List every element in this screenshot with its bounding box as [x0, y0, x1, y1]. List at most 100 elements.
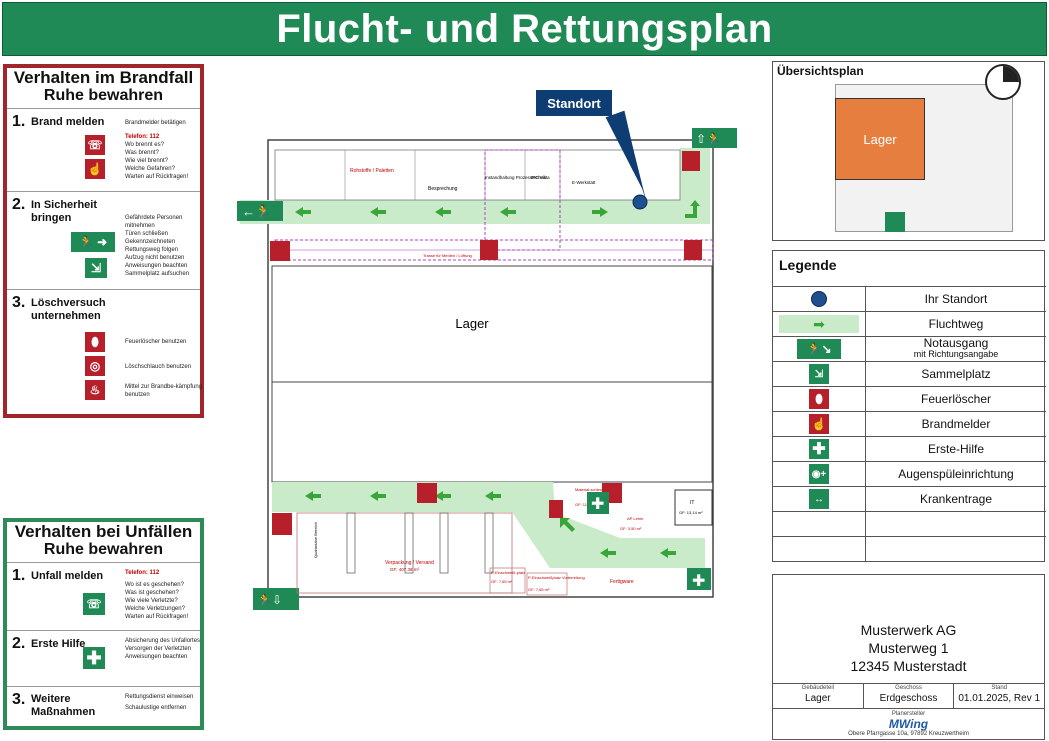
legend-row-fluchtweg: ➡ Fluchtweg — [773, 311, 1046, 336]
escape-arrows-upper — [295, 200, 700, 218]
fire-safety-signs — [270, 151, 702, 535]
step-line: Feuerlöscher benutzen — [125, 339, 187, 345]
step-line: Gekennzeichneten Rettungsweg folgen — [125, 239, 179, 253]
legend-row-empty-1 — [773, 511, 1046, 536]
accident-step-2: 2. Erste Hilfe ✚ Absicherung des Unfallo… — [7, 631, 200, 687]
step-line: Schaulustige entfernen — [125, 705, 187, 711]
assembly-point-icon: ⇲ — [809, 364, 829, 384]
legend-row-standort: Ihr Standort — [773, 286, 1046, 311]
company-street: Musterweg 1 — [868, 640, 949, 656]
room-material: Material-schleuse — [575, 487, 607, 492]
legend-row-notausgang: 🏃↘ Notausgang mit Richtungsangabe — [773, 336, 1046, 361]
step-title: Erste Hilfe — [31, 638, 86, 650]
company-name: Musterwerk AG — [860, 622, 957, 638]
emergency-exit-icon: 🏃↘ — [797, 339, 841, 359]
step-line: Absicherung des Unfallortes — [125, 638, 201, 644]
lager-area-2 — [271, 381, 713, 483]
room-material-gf: GF: 11, — [575, 502, 588, 507]
step-number: 1. — [12, 567, 26, 584]
room-ap: AP Lehm — [627, 516, 644, 521]
overview-panel: Übersichtsplan Lager — [772, 61, 1045, 241]
step-line: Versorgen der Verletzten — [125, 646, 192, 652]
step-line: Wo ist es geschehen? — [125, 582, 184, 588]
fire-step-3: 3. Löschversuch unternehmen ⬮ ◎ ♨ Feuerl… — [7, 290, 202, 410]
step-line: Telefon: 112 — [125, 570, 160, 576]
legend-label: Fluchtweg — [928, 316, 984, 331]
fire-behavior-panel: Verhalten im Brandfall Ruhe bewahren 1. … — [3, 64, 204, 418]
room-ap-gf: GF: 3,50 m² — [620, 526, 642, 531]
building-outline — [267, 139, 714, 598]
escape-arrows-lower — [305, 491, 676, 558]
accident-step-3: 3. Weitere Maßnahmen Rettungsdienst einw… — [7, 687, 200, 729]
emergency-phone-icon: ☏ — [83, 593, 105, 615]
legend-row-sammelplatz: ⇲ Sammelplatz — [773, 361, 1046, 386]
legend-row-brandmelder: ☝ Brandmelder — [773, 411, 1046, 436]
room-p2-gf: GF: 7,65 m² — [528, 587, 550, 592]
escape-route-arrow-icon: ➡ — [779, 315, 859, 333]
legend-sublabel: mit Richtungsangabe — [913, 349, 999, 359]
legend-row-empty-2 — [773, 536, 1046, 562]
emergency-exit-icon: 🏃 ➜ — [71, 232, 115, 252]
step-number: 3. — [12, 691, 26, 708]
first-aid-icon: ✚ — [83, 647, 105, 669]
accident-panel-subheading: Ruhe bewahren — [43, 541, 164, 558]
step-line: Warten auf Rückfragen! — [125, 614, 189, 620]
svg-text:⇧🏃: ⇧🏃 — [696, 132, 721, 146]
fire-extinguisher-icon: ⬮ — [809, 389, 829, 409]
room-it-gf: GF: 13,14 m² — [679, 510, 703, 515]
legend-label — [866, 512, 1046, 536]
svg-text:←🏃: ←🏃 — [242, 204, 271, 219]
escape-route-upper — [240, 200, 710, 224]
step-line: Anweisungen beachten — [125, 654, 188, 660]
legend-label: Augenspüleinrichtung — [898, 466, 1014, 481]
step-line: Aufzug nicht benutzen — [125, 255, 185, 261]
room-p1-gf: GF: 7,65 m² — [491, 579, 513, 584]
legend-label: Ihr Standort — [924, 291, 988, 306]
step-line: Anweisungen beachten — [125, 263, 188, 269]
overview-building-label: Lager — [863, 131, 897, 147]
status-value: 01.01.2025, Rev 1 — [958, 693, 1041, 704]
stretcher-icon: ↔ — [809, 489, 829, 509]
floor-label: Geschoss — [895, 685, 922, 691]
legend-label: Brandmelder — [921, 416, 991, 431]
legend-row-krankentrage: ↔ Krankentrage — [773, 486, 1046, 511]
step-line: Was brennt? — [125, 150, 159, 156]
fire-alarm-icon: ☝ — [809, 414, 829, 434]
step-line: Wo brennt es? — [125, 142, 164, 148]
legend-row-feuerloescher: ⬮ Feuerlöscher — [773, 386, 1046, 411]
room-fertigware: Fertigware — [610, 579, 634, 585]
room-quarantaene: Quarantäne Bereich — [313, 522, 318, 558]
legend-label — [866, 537, 1046, 562]
planner-block: Planersteller MWing Obere Pfarrgasse 10a… — [773, 711, 1044, 737]
accident-panel-heading: Verhalten bei Unfällen — [14, 522, 193, 541]
room-ewerkstatt: E-Werkstatt — [572, 180, 596, 185]
lager-area-1 — [271, 265, 713, 383]
step-number: 1. — [12, 113, 26, 130]
legend-label: Sammelplatz — [921, 366, 991, 381]
company-city: 12345 Musterstadt — [850, 658, 967, 674]
fire-panel-subheading: Ruhe bewahren — [43, 87, 164, 104]
step-title: Brand melden — [31, 116, 105, 128]
room-p1: P-Einschweiß-platz — [491, 570, 525, 575]
legend-label: Erste-Hilfe — [927, 441, 984, 456]
assembly-point-icon: ⇲ — [85, 258, 107, 278]
fire-step-1: 1. Brand melden ☏ ☝ Brandmelder betätige… — [7, 109, 200, 192]
step-line: Wie viel brennt? — [125, 158, 169, 164]
emergency-exit-sign-bottom — [253, 588, 299, 610]
step-number: 2. — [12, 635, 26, 652]
floor-plan: Rohstoffe / Paletten Besprechung Instand… — [237, 128, 737, 610]
fire-alarm-icon: ☝ — [85, 159, 105, 179]
room-instandhaltung: Instandhaltung Prozesstechnik — [485, 175, 547, 180]
legend-label: Feuerlöscher — [920, 391, 992, 406]
svg-text:✚: ✚ — [591, 496, 604, 513]
room-lager: Lager — [455, 316, 489, 331]
overview-assembly-point-icon — [885, 212, 905, 232]
standort-dot-icon — [811, 291, 827, 307]
room-verpackung: Verpackung / Versand — [385, 560, 434, 566]
fire-extinguisher-icon: ⬮ — [85, 332, 105, 352]
title-bar: Flucht- und Rettungsplan — [2, 2, 1047, 56]
step-line: Gefährdete Personen mitnehmen — [125, 215, 183, 229]
legend-row-erste-hilfe: ✚ Erste-Hilfe — [773, 436, 1046, 461]
step-line: Türen schließen — [125, 231, 169, 237]
building-label: Gebäudeteil — [801, 685, 835, 691]
